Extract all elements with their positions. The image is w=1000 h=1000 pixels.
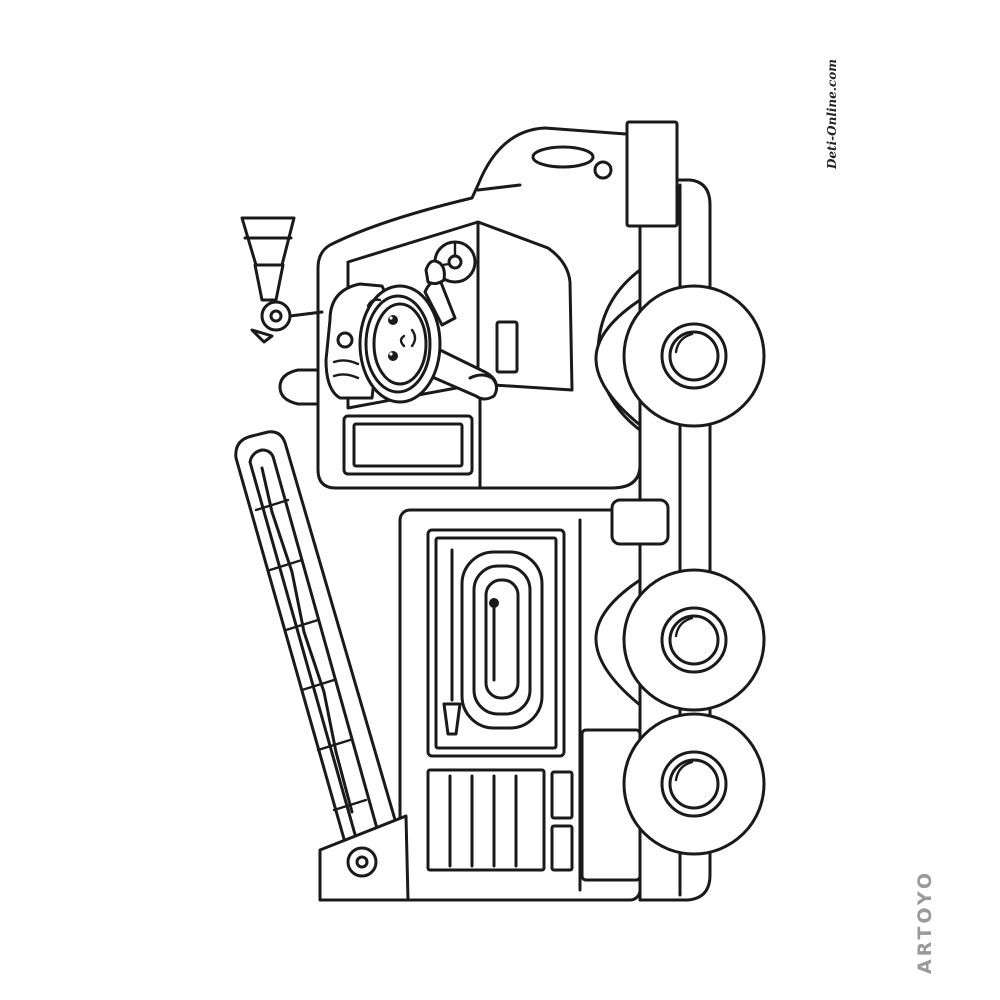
side-mirror bbox=[240, 216, 324, 344]
truck-ladder bbox=[234, 430, 410, 902]
middle-wheel bbox=[594, 568, 766, 712]
cab-door-panel bbox=[342, 414, 474, 476]
site-watermark-text: Deti-Online.com bbox=[825, 59, 839, 169]
firefighter-character bbox=[324, 259, 499, 404]
brand-watermark: ARTOYO bbox=[905, 866, 945, 978]
rear-wheel bbox=[622, 712, 766, 856]
beacon-light bbox=[278, 368, 320, 406]
site-watermark: Deti-Online.com bbox=[812, 59, 852, 169]
truck-body bbox=[398, 498, 670, 902]
front-wheel bbox=[594, 284, 766, 428]
brand-watermark-text: ARTOYO bbox=[914, 869, 936, 975]
